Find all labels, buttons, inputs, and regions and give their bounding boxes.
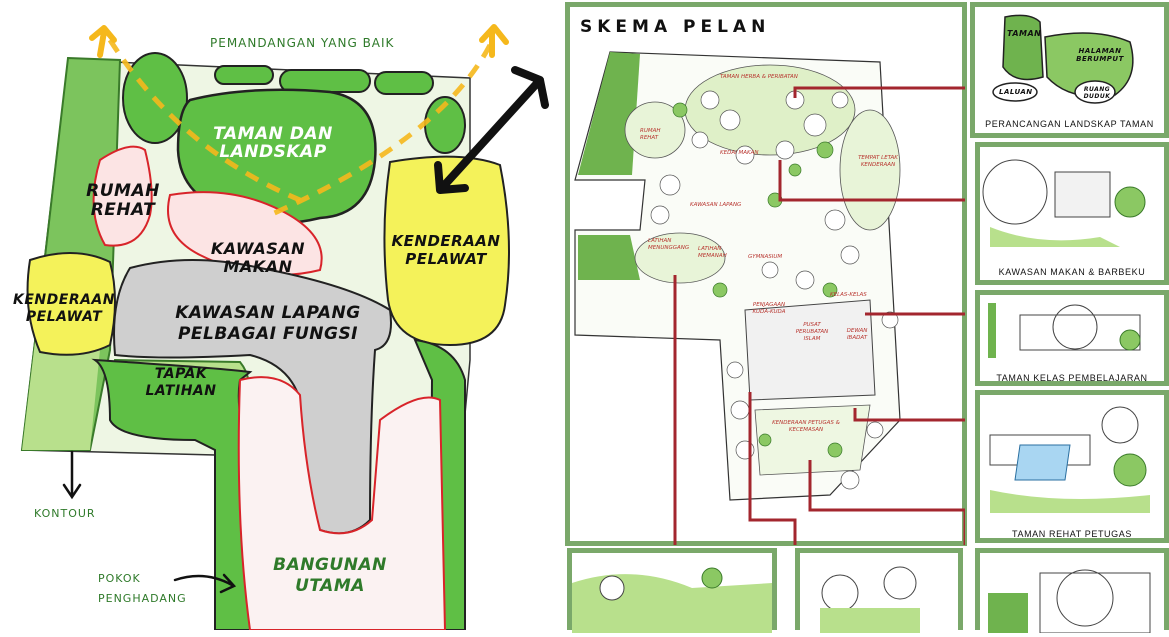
- latihan-memanah-label: LATIHAN MEMANAH: [698, 246, 727, 259]
- skema-pelan-drawing: [574, 51, 970, 550]
- kawasan-lapang-small-label: KAWASAN LAPANG: [690, 202, 742, 208]
- staff-parking: [754, 404, 871, 476]
- thumb-halaman-label: HALAMAN BERUMPUT: [1076, 47, 1124, 63]
- kawasan-makan-sketch: [982, 159, 1146, 247]
- side-panel-kelas-pembelajaran: TAMAN KELAS PEMBELAJARAN: [975, 290, 1169, 386]
- grass-band-bottom: [578, 235, 640, 280]
- left-site-plan: PEMANDANGAN YANG BAIK TAMAN DAN LANDSKAP…: [0, 0, 560, 631]
- grass-band-top: [578, 52, 640, 175]
- skema-pelan-title: SKEMA PELAN: [580, 17, 771, 37]
- pusat-perubatan-label: PUSAT PERUBATAN ISLAM: [795, 322, 829, 342]
- tapak-latihan-label: TAPAK LATIHAN: [145, 366, 217, 399]
- tempat-letak-label: TEMPAT LETAK KENDERAAN: [858, 155, 898, 168]
- rumah-rehat-zone: [92, 145, 153, 247]
- pokok-arrow: [173, 573, 237, 594]
- view-label: PEMANDANGAN YANG BAIK: [210, 36, 395, 50]
- taman-herba-label: TAMAN HERBA & PERIBATAN: [720, 74, 798, 80]
- kelas-kelas-label: KELAS-KELAS: [830, 292, 867, 298]
- bangunan-utama-label: BANGUNAN UTAMA: [273, 555, 387, 596]
- landskap-taman-sketch: [992, 14, 1134, 104]
- caption-rehat-petugas: TAMAN REHAT PETUGAS: [1012, 529, 1132, 539]
- tree-circles: [650, 90, 899, 490]
- kawasan-lapang-label: KAWASAN LAPANG PELBAGAI FUNGSI: [175, 303, 361, 344]
- side-panel-rehat-petugas: TAMAN REHAT PETUGAS: [975, 390, 1169, 543]
- kawasan-makan-zone: [167, 191, 323, 276]
- view-arrow-right: [479, 24, 509, 58]
- bottom-panel-2: [795, 548, 963, 633]
- caption-landskap-taman: PERANCANGAN LANDSKAP TAMAN: [985, 119, 1154, 129]
- bottom-panel-3: [975, 548, 1169, 634]
- view-arc-left: [107, 38, 301, 203]
- kelas-pembelajaran-sketch: [988, 303, 1141, 358]
- side-panel-landskap-taman: TAMAN HALAMAN BERUMPUT LALUAN RUANG DUDU…: [970, 2, 1169, 138]
- taman-landskap-label: TAMAN DAN LANDSKAP: [213, 124, 333, 162]
- bottom-panel-3-sketch: [988, 569, 1151, 634]
- entrance-double-arrow: [434, 66, 549, 194]
- rehat-petugas-sketch: [989, 406, 1150, 513]
- view-arc-right: [268, 43, 493, 218]
- latihan-menunggang-label: LATIHAN MENUNGGANG: [648, 238, 690, 251]
- training-area: [634, 232, 726, 284]
- thumb-taman-label: TAMAN: [1007, 29, 1042, 38]
- kedai-makan-label: KEDAI MAKAN: [720, 150, 759, 156]
- bangunan-utama-zone: [237, 376, 447, 631]
- green-tree-clumps: [672, 102, 843, 458]
- rumah-rehat-small-label: RUMAH REHAT: [640, 128, 661, 141]
- kenderaan-petugas-label: KENDERAAN PETUGAS & KECEMASAN: [772, 420, 840, 433]
- skema-pelan-drawing-area: TAMAN HERBA & PERIBATAN RUMAH REHAT KEDA…: [570, 40, 970, 550]
- thumb-laluan-label: LALUAN: [999, 88, 1033, 96]
- kenderaan-pelawat-right-zone: [383, 155, 510, 347]
- gymnasium-label: GYMNASIUM: [748, 254, 783, 260]
- side-panel-kawasan-makan: KAWASAN MAKAN & BARBEKU: [975, 142, 1169, 285]
- bottom-panel-1: [567, 548, 777, 633]
- kontour-arrow: [62, 450, 82, 500]
- kawasan-makan-label: KAWASAN MAKAN: [210, 239, 306, 276]
- kenderaan-pelawat-right-label: KENDERAAN PELAWAT: [391, 232, 501, 268]
- kenderaan-pelawat-left-label: KENDERAAN PELAWAT: [13, 292, 115, 325]
- caption-kawasan-makan: KAWASAN MAKAN & BARBEKU: [998, 267, 1146, 277]
- penjagaan-kuda-label: PENJAGAAN KUDA-KUDA: [752, 302, 786, 315]
- pokok-penghadang-label: POKOK PENGHADANG: [98, 572, 187, 605]
- rest-house-area: [624, 101, 686, 159]
- top-hedge-3: [374, 71, 434, 95]
- bottom-panel-1-sketch: [572, 567, 772, 633]
- dewan-ibadat-label: DEWAN IBADAT: [846, 328, 868, 341]
- thumb-ruang-duduk-label: RUANG DUDUK: [1083, 86, 1111, 100]
- parking-area: [839, 109, 901, 231]
- left-plan-drawing: [20, 24, 549, 631]
- view-arrow-left: [89, 25, 117, 58]
- kenderaan-pelawat-left-zone: [26, 252, 116, 356]
- building-complex: [744, 299, 876, 401]
- bottom-panel-2-sketch: [820, 566, 920, 633]
- rumah-rehat-label: RUMAH REHAT: [86, 181, 160, 220]
- top-hedge-1: [214, 65, 274, 85]
- caption-kelas-pembelajaran: TAMAN KELAS PEMBELAJARAN: [996, 373, 1148, 383]
- kontour-label: KONTOUR: [34, 507, 96, 520]
